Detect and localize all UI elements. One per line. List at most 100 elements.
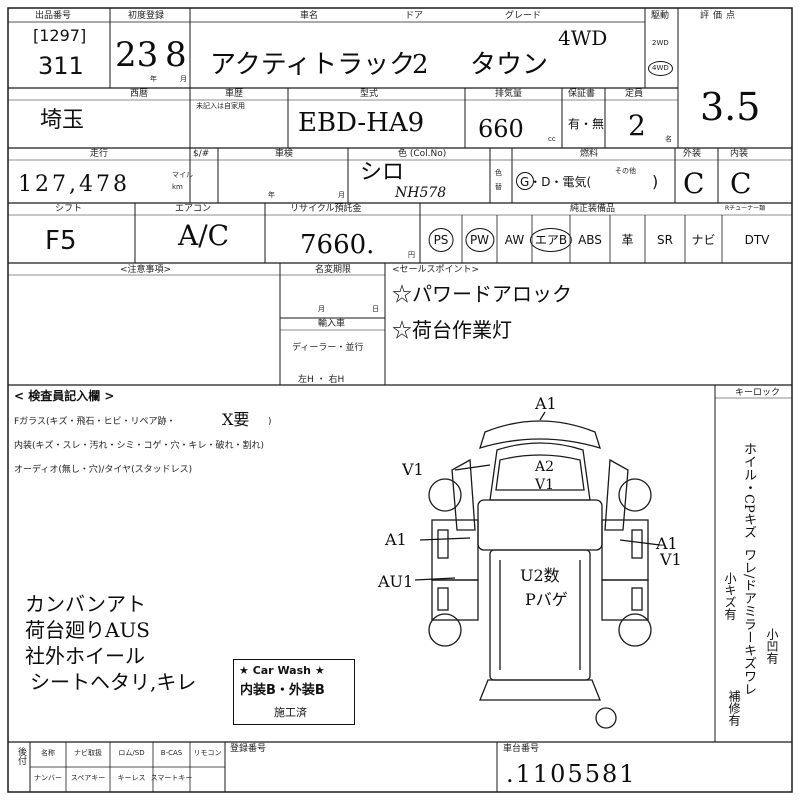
- score: 3.5: [700, 85, 761, 129]
- notes-label: <注意事項>: [120, 265, 172, 275]
- fuel-close: ): [652, 172, 659, 191]
- color-change-label: 色替: [495, 169, 502, 191]
- equipment-tv-label: Rチューナー類: [725, 205, 766, 212]
- inspector-note-4: シートヘタリ,キレ: [30, 670, 197, 694]
- shaken-label: 車歴: [225, 89, 244, 99]
- name-change-month: 月: [318, 305, 325, 313]
- damage-a1-left: A1: [385, 530, 407, 549]
- fuel-label: 燃料: [580, 149, 599, 159]
- damage-p-bed: Pバゲ: [525, 590, 568, 609]
- damage-v1-left: V1: [402, 460, 424, 479]
- fuel-options: G・D・電気(: [520, 175, 592, 189]
- capacity-label: 定員: [625, 89, 644, 99]
- ac: A/C: [178, 219, 230, 252]
- first-reg-label: 初度登録: [128, 11, 165, 21]
- car-wash-done: 施工済: [274, 706, 307, 719]
- damage-au1-left: AU1: [378, 572, 414, 591]
- equipment-ABS: ABS: [578, 233, 602, 247]
- mileage: 127,478: [18, 172, 130, 197]
- damage-a1-front: A1: [535, 394, 557, 413]
- yen-unit: 円: [408, 251, 415, 259]
- chassis-label: 車台番号: [503, 744, 540, 754]
- name-change-label: 名変期限: [315, 265, 352, 275]
- exterior: C: [683, 167, 705, 200]
- lot-code: [1297]: [33, 26, 87, 45]
- side-note-2: ワレ/ドアミラーキズワレ: [741, 548, 756, 696]
- side-note-4: 小凹有: [765, 628, 779, 664]
- region: 埼玉: [40, 108, 85, 133]
- drive-4wd: 4WD: [648, 61, 673, 76]
- damage-u2-bed: U2数: [520, 566, 560, 585]
- fuel-other: その他: [615, 167, 636, 175]
- model: EBD-HA9: [298, 108, 425, 138]
- footer-item-名称: 名称: [41, 749, 55, 757]
- damage-v1-right: V1: [660, 550, 682, 569]
- side-note-3: 小キズ有: [723, 572, 737, 620]
- color-code: NH578: [395, 185, 447, 201]
- chassis-number: .1105581: [506, 760, 637, 788]
- inspector-title: < 検査員記入欄 >: [14, 389, 115, 403]
- footer-item-スマートキー: スマートキー: [150, 774, 193, 782]
- year-unit: 年: [150, 75, 157, 83]
- meter-label: $/#: [193, 149, 210, 159]
- mileage-unit-km: km: [172, 183, 183, 191]
- equipment-エアB: エアB: [529, 228, 573, 252]
- recycle-label: リサイクル預託金: [290, 204, 362, 214]
- sales-point-1: ☆パワードアロック: [392, 282, 572, 306]
- month-unit: 月: [180, 75, 187, 83]
- score-label: 評価点: [700, 11, 740, 21]
- car-wash-title: ★ Car Wash ★: [239, 664, 325, 677]
- exterior-label: 外装: [683, 149, 702, 159]
- warranty-label: 保証書: [568, 89, 596, 99]
- audio-line: オーディオ(無し・穴)/タイヤ(スタッドレス): [14, 465, 193, 475]
- equipment-PS: PS: [428, 228, 454, 252]
- footer-item-リモコン: リモコン: [193, 749, 222, 757]
- footer-item-スペアキー: スペアキー: [70, 774, 106, 782]
- shift-label: シフト: [55, 204, 83, 214]
- shaken-note: 未記入は自家用: [196, 102, 245, 110]
- grade: タウン: [470, 50, 549, 80]
- footer-item-ナビ取扱: ナビ取扱: [74, 749, 102, 757]
- side-note-5: 補修有: [727, 690, 741, 726]
- footer-item-ロム/SD: ロム/SD: [118, 749, 145, 757]
- fuel-g-circle: [516, 172, 534, 190]
- footer-item-キーレス: キーレス: [117, 774, 146, 782]
- door-label: ドア: [405, 11, 424, 21]
- inspection-month: 月: [338, 191, 345, 199]
- equipment-label: 純正装備品: [570, 204, 616, 214]
- sales-point-2: ☆荷台作業灯: [392, 318, 512, 342]
- doors: 2: [412, 50, 429, 80]
- drive-label: 駆動: [651, 11, 670, 21]
- equipment-SR: SR: [657, 233, 673, 247]
- damage-a2-hood: A2: [535, 459, 555, 475]
- warranty-options: 有・無: [568, 117, 605, 131]
- mileage-unit-mile: マイル: [172, 171, 193, 179]
- import-hand: 左H ・ 右H: [298, 375, 345, 385]
- damage-v1-hood: V1: [535, 477, 555, 493]
- accessory-label: 後付: [16, 747, 26, 765]
- car-name: アクティトラック: [210, 50, 416, 80]
- inspector-note-2: 荷台廻りAUS: [25, 618, 150, 642]
- recycle: 7660.: [300, 230, 375, 260]
- car-wash-box: [233, 659, 355, 725]
- equipment-DTV: DTV: [744, 233, 770, 247]
- inspector-note-1: カンバンアト: [25, 592, 146, 616]
- equipment-AW: AW: [504, 233, 525, 247]
- equipment-革: 革: [621, 233, 634, 247]
- interior-label: 内装: [730, 149, 749, 159]
- person-unit: 名: [665, 135, 672, 143]
- drive-note: 4WD: [558, 26, 608, 50]
- equipment-ナビ: ナビ: [691, 233, 716, 247]
- capacity: 2: [628, 109, 646, 142]
- interior-line: 内装(キズ・スレ・汚れ・シミ・コゲ・穴・キレ・破れ・割れ): [14, 441, 265, 451]
- region-label: 西暦: [130, 89, 149, 99]
- side-note-1: ホイル・CPキズ: [741, 442, 756, 539]
- shift: F5: [45, 226, 77, 256]
- key-lock-label: キーロック: [735, 388, 781, 398]
- car-wash-grade: 内装B・外装B: [240, 683, 325, 698]
- car-name-label: 車名: [300, 11, 319, 21]
- import-dealer: ディーラー・並行: [292, 343, 364, 353]
- name-change-day: 日: [372, 305, 379, 313]
- inspector-note-3: 社外ホイール: [25, 644, 145, 668]
